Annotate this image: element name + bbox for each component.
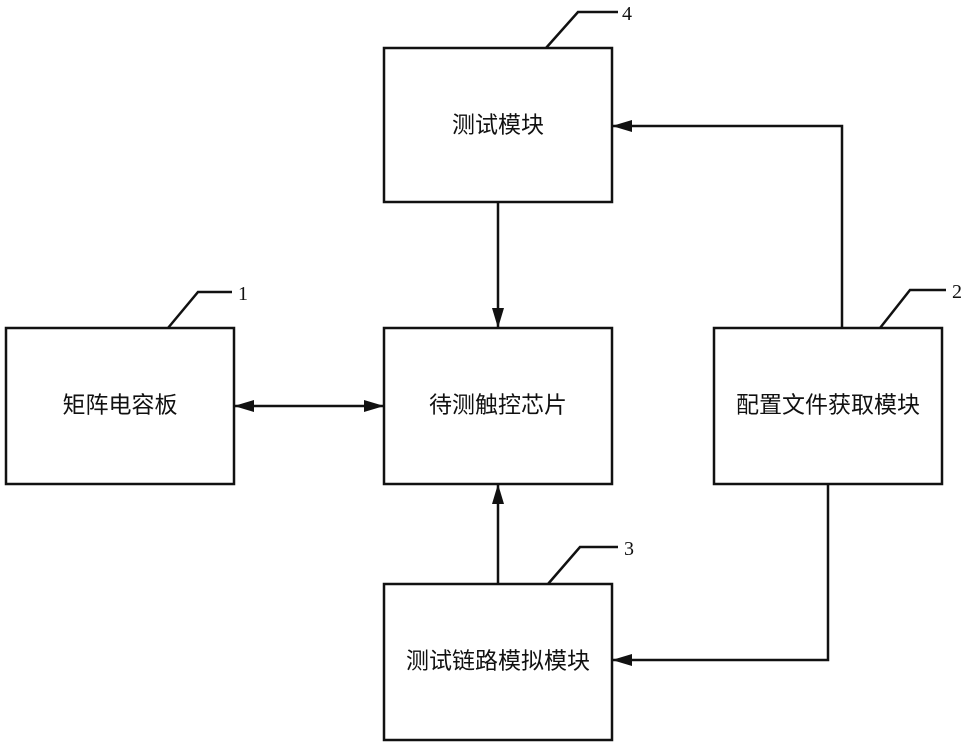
ref-number-4: 4 xyxy=(622,3,632,25)
matrix-board-label: 矩阵电容板 xyxy=(63,393,178,419)
ref-leader-3 xyxy=(548,547,618,584)
ref-leader-2 xyxy=(880,290,946,328)
matrix-board-box: 矩阵电容板 xyxy=(6,328,234,484)
ref-leader-1 xyxy=(168,292,232,328)
ref-number-1: 1 xyxy=(238,283,248,305)
config-to-link-sim-arrow xyxy=(612,484,828,660)
test-module-label: 测试模块 xyxy=(452,113,544,139)
chip-under-test-label: 待测触控芯片 xyxy=(429,393,567,419)
link-sim-module-label: 测试链路模拟模块 xyxy=(406,649,590,675)
ref-leader-4 xyxy=(546,12,618,48)
link-sim-module-box: 测试链路模拟模块 xyxy=(384,584,612,740)
chip-under-test-box: 待测触控芯片 xyxy=(384,328,612,484)
ref-number-2: 2 xyxy=(952,281,962,303)
test-module-box: 测试模块 xyxy=(384,48,612,202)
config-module-box: 配置文件获取模块 xyxy=(714,328,942,484)
ref-number-3: 3 xyxy=(624,538,634,560)
config-module-label: 配置文件获取模块 xyxy=(736,393,920,419)
config-to-test-arrow xyxy=(612,126,842,328)
